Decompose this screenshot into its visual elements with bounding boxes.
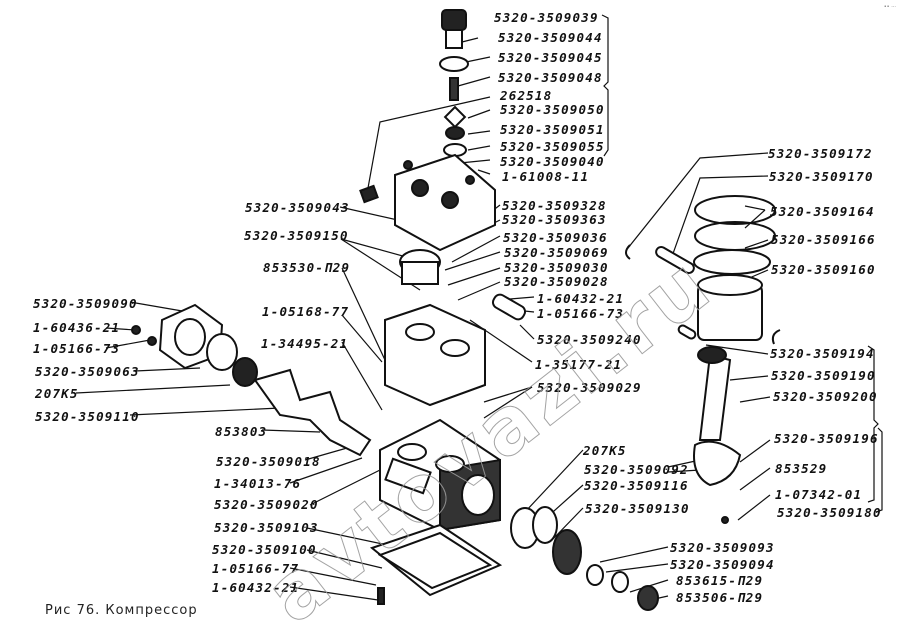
label-1-34495-21: 1-34495-21 bbox=[261, 336, 349, 351]
label-5320-3509090: 5320-3509090 bbox=[33, 296, 138, 311]
label-5320-3509094: 5320-3509094 bbox=[670, 557, 775, 572]
label-5320-3509160: 5320-3509160 bbox=[771, 262, 876, 277]
label-5320-3509055: 5320-3509055 bbox=[500, 139, 605, 154]
label-5320-3509029: 5320-3509029 bbox=[537, 380, 642, 395]
label-5320-3509051: 5320-3509051 bbox=[500, 122, 605, 137]
label-5320-3509020: 5320-3509020 bbox=[214, 497, 319, 512]
label-1-60436-21: 1-60436-21 bbox=[33, 320, 121, 335]
label-5320-3509200: 5320-3509200 bbox=[773, 389, 878, 404]
label-5320-3509170: 5320-3509170 bbox=[769, 169, 874, 184]
label-5320-3509116: 5320-3509116 bbox=[584, 478, 689, 493]
label-5320-3509028: 5320-3509028 bbox=[504, 274, 609, 289]
label-5320-3509166: 5320-3509166 bbox=[771, 232, 876, 247]
label-5320-3509069: 5320-3509069 bbox=[504, 245, 609, 260]
label-5320-3509093: 5320-3509093 bbox=[670, 540, 775, 555]
label-5320-3509044: 5320-3509044 bbox=[498, 30, 603, 45]
label-1-05168-77: 1-05168-77 bbox=[262, 304, 350, 319]
label-1-07342-01: 1-07342-01 bbox=[775, 487, 863, 502]
label-5320-3509240: 5320-3509240 bbox=[537, 332, 642, 347]
label-5320-3509190: 5320-3509190 bbox=[771, 368, 876, 383]
label-5320-3509194: 5320-3509194 bbox=[770, 346, 875, 361]
label-1-05166-77: 1-05166-77 bbox=[212, 561, 300, 576]
label-853530-P29: 853530-П29 bbox=[263, 260, 351, 275]
label-5320-3509100: 5320-3509100 bbox=[212, 542, 317, 557]
corner-mark: •• ··· bbox=[883, 4, 896, 10]
label-5320-3509018: 5320-3509018 bbox=[216, 454, 321, 469]
label-5320-3509092: 5320-3509092 bbox=[584, 462, 689, 477]
label-5320-3509103: 5320-3509103 bbox=[214, 520, 319, 535]
label-1-05166-73-left: 1-05166-73 bbox=[33, 341, 121, 356]
label-5320-3509110: 5320-3509110 bbox=[35, 409, 140, 424]
label-853803: 853803 bbox=[215, 424, 268, 439]
label-1-60432-21-bottom: 1-60432-21 bbox=[212, 580, 300, 595]
label-5320-3509180: 5320-3509180 bbox=[777, 505, 882, 520]
label-5320-3509150: 5320-3509150 bbox=[244, 228, 349, 243]
label-5320-3509030: 5320-3509030 bbox=[504, 260, 609, 275]
label-5320-3509050: 5320-3509050 bbox=[500, 102, 605, 117]
label-5320-3509196: 5320-3509196 bbox=[774, 431, 879, 446]
label-1-35177-21: 1-35177-21 bbox=[535, 357, 623, 372]
label-5320-3509172: 5320-3509172 bbox=[768, 146, 873, 161]
label-5320-3509036: 5320-3509036 bbox=[503, 230, 608, 245]
label-5320-3509164: 5320-3509164 bbox=[770, 204, 875, 219]
label-1-34013-76: 1-34013-76 bbox=[214, 476, 302, 491]
label-5320-3509063: 5320-3509063 bbox=[35, 364, 140, 379]
label-5320-3509328: 5320-3509328 bbox=[502, 198, 607, 213]
leader-lines bbox=[75, 14, 883, 601]
label-5320-3509039: 5320-3509039 bbox=[494, 10, 599, 25]
label-853506-P29: 853506-П29 bbox=[676, 590, 764, 605]
label-5320-3509040: 5320-3509040 bbox=[500, 154, 605, 169]
label-207K5-left: 207K5 bbox=[35, 386, 79, 401]
label-1-60432-21-head: 1-60432-21 bbox=[537, 291, 625, 306]
label-5320-3509048: 5320-3509048 bbox=[498, 70, 603, 85]
label-853615-P29: 853615-П29 bbox=[676, 573, 764, 588]
label-853529: 853529 bbox=[775, 461, 828, 476]
label-1-05166-73-head: 1-05166-73 bbox=[537, 306, 625, 321]
label-5320-3509043: 5320-3509043 bbox=[245, 200, 350, 215]
label-5320-3509130: 5320-3509130 bbox=[585, 501, 690, 516]
part-drawings bbox=[131, 9, 781, 611]
label-5320-3509045: 5320-3509045 bbox=[498, 50, 603, 65]
figure-caption: Рис 76. Компрессор bbox=[45, 603, 198, 618]
label-207K5-center: 207K5 bbox=[583, 443, 627, 458]
label-5320-3509363: 5320-3509363 bbox=[502, 212, 607, 227]
label-1-61008-11: 1-61008-11 bbox=[502, 169, 590, 184]
label-262518: 262518 bbox=[500, 88, 553, 103]
